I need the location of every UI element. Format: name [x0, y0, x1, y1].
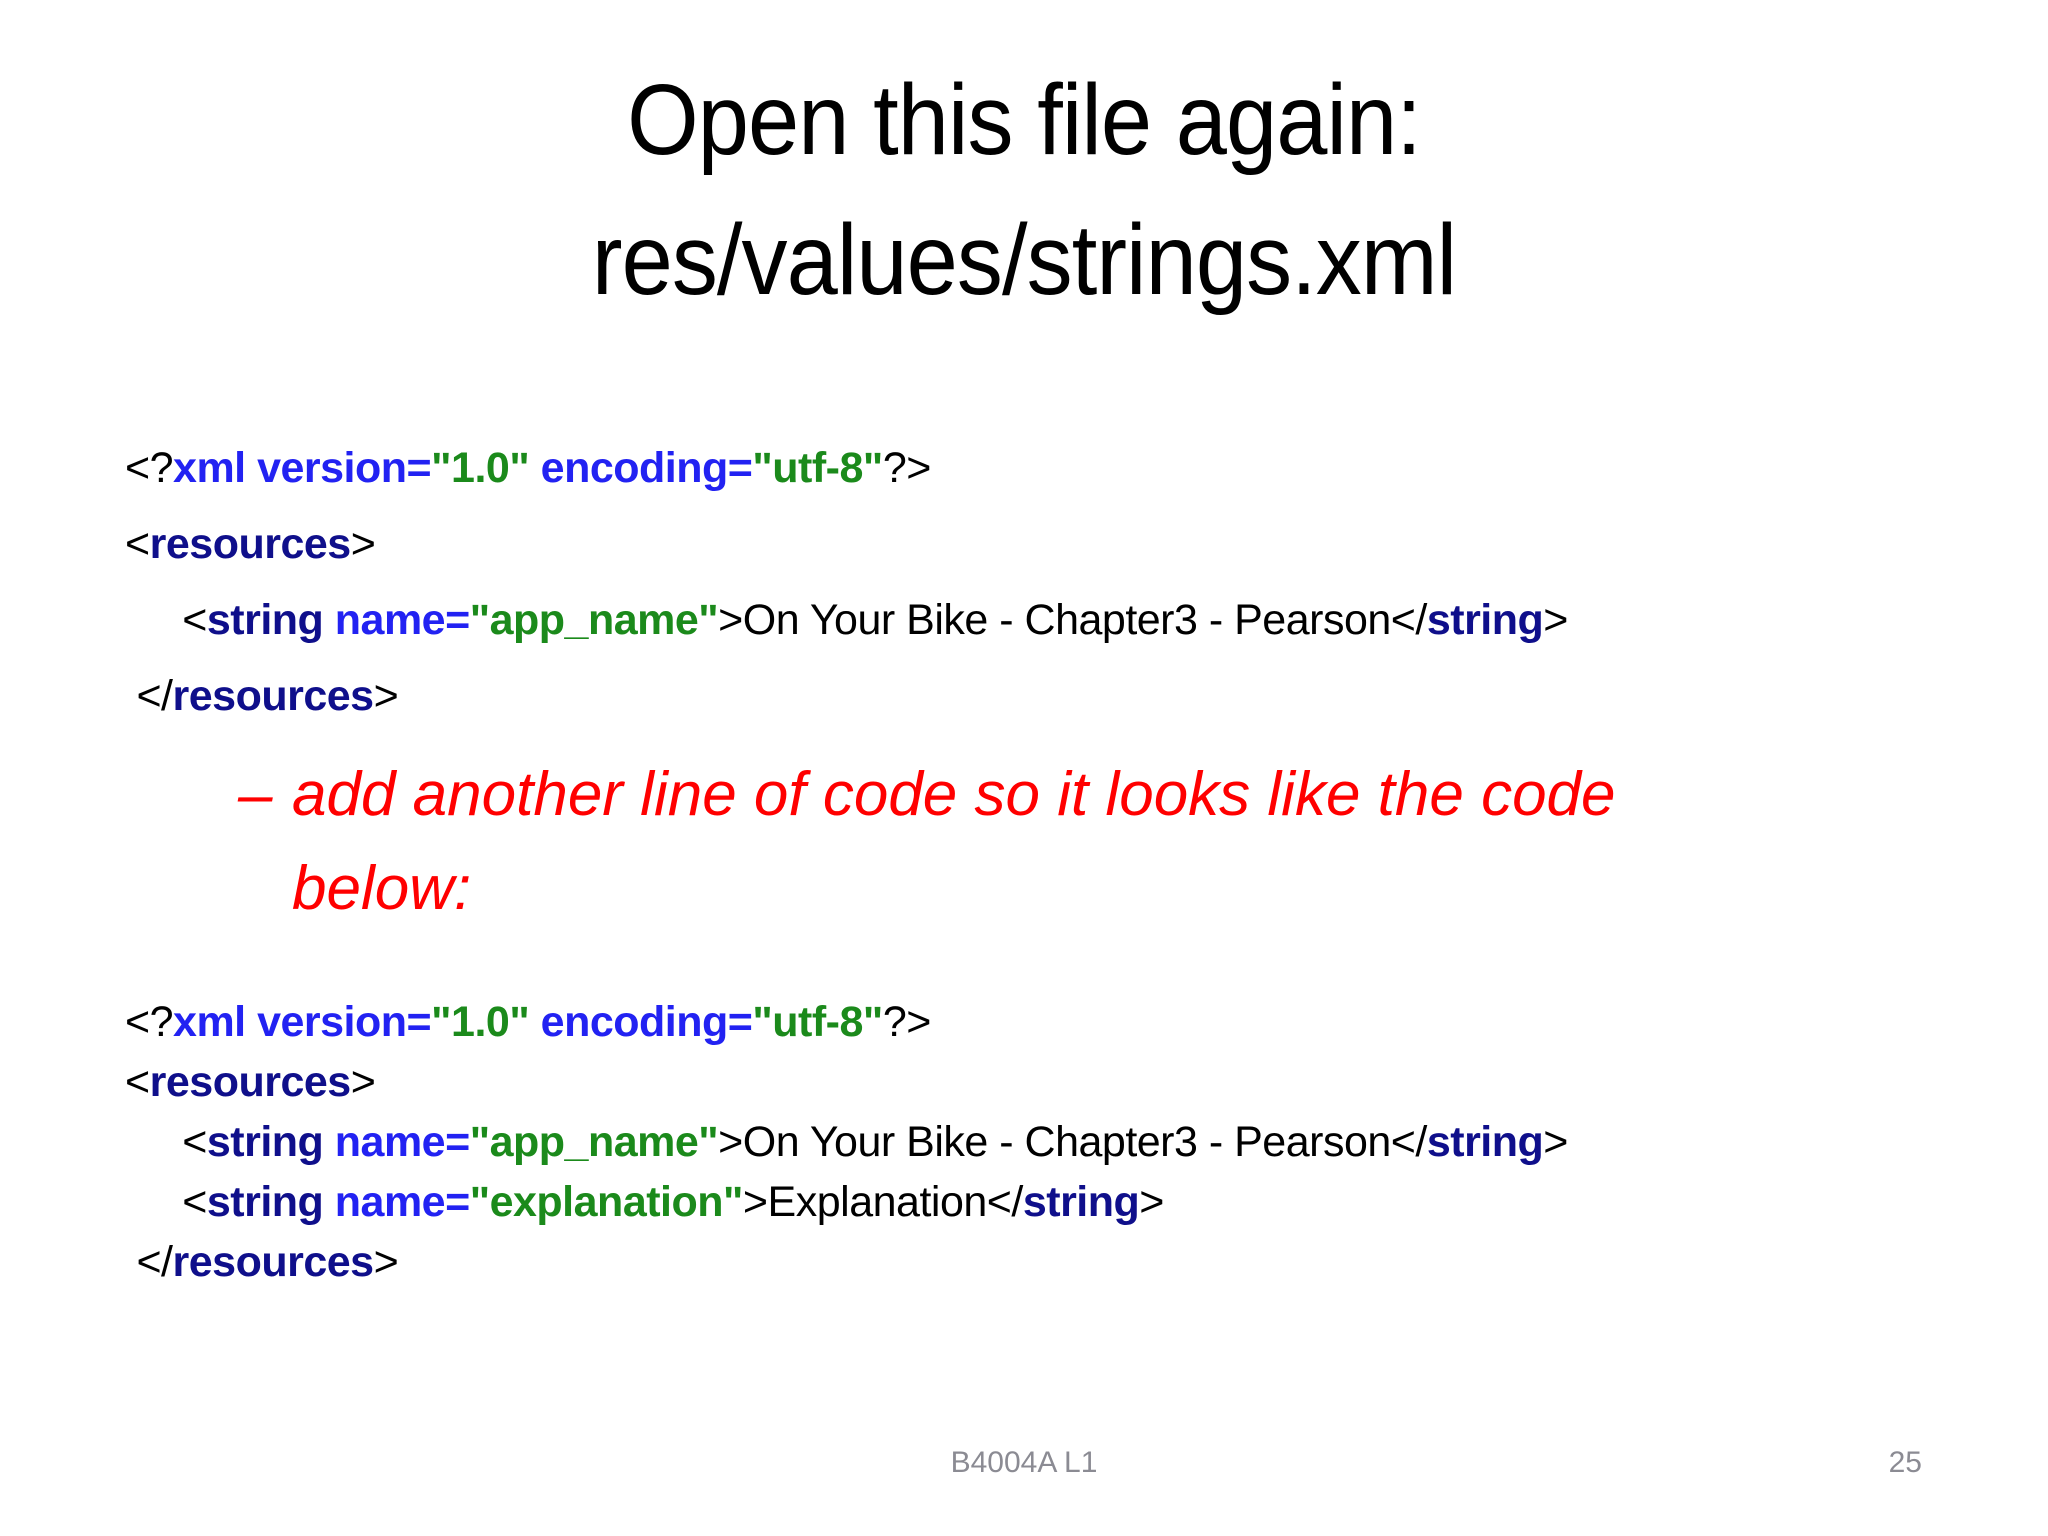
code-token-text: Explanation: [767, 1178, 988, 1226]
code-token-value: "1.0": [431, 444, 530, 492]
code-token-bracket: >: [1139, 1178, 1164, 1226]
code-token-element: string: [206, 1118, 324, 1166]
code-token-text: On Your Bike - Chapter3 - Pearson: [742, 1118, 1391, 1166]
code-line: <?xml version="1.0" encoding="utf-8"?>: [125, 992, 1568, 1052]
xml-code-block-original: <?xml version="1.0" encoding="utf-8"?><r…: [125, 430, 1568, 734]
code-token-bracket: <: [125, 1118, 207, 1166]
code-line: <resources>: [125, 1052, 1568, 1112]
code-token-bracket: </: [125, 672, 173, 720]
bullet-note: – add another line of code so it looks l…: [238, 748, 1616, 936]
code-token-element: resources: [172, 672, 375, 720]
code-token-value: "explanation": [469, 1178, 744, 1226]
code-token-element: resources: [172, 1238, 375, 1286]
code-token-bracket: >: [718, 596, 743, 644]
code-token-bracket: ?>: [882, 998, 932, 1046]
footer-course-code: B4004A L1: [950, 1446, 1098, 1479]
note-text: add another line of code so it looks lik…: [292, 748, 1616, 936]
code-token-element: resources: [149, 1058, 352, 1106]
code-token-attr: encoding=: [529, 444, 753, 492]
code-token-attr: name=: [323, 596, 470, 644]
code-token-attr: xml version=: [173, 998, 432, 1046]
code-token-bracket: >: [350, 1058, 376, 1106]
code-token-bracket: >: [742, 1178, 768, 1226]
code-token-bracket: <: [125, 520, 150, 568]
code-line: <?xml version="1.0" encoding="utf-8"?>: [125, 430, 1568, 506]
code-token-element: resources: [149, 520, 352, 568]
code-token-value: "1.0": [431, 998, 530, 1046]
code-token-element: string: [1022, 1178, 1140, 1226]
code-token-bracket: >: [1543, 596, 1568, 644]
code-token-bracket: >: [350, 520, 376, 568]
code-line: <resources>: [125, 506, 1568, 582]
code-token-bracket: <?: [125, 998, 174, 1046]
code-token-element: string: [1426, 596, 1544, 644]
code-token-attr: name=: [323, 1178, 470, 1226]
dash-bullet: –: [238, 760, 273, 829]
code-token-bracket: >: [373, 1238, 399, 1286]
xml-code-block-modified: <?xml version="1.0" encoding="utf-8"?><r…: [125, 992, 1568, 1292]
slide-title: Open this file again: res/values/strings…: [82, 50, 1966, 330]
code-token-bracket: >: [718, 1118, 743, 1166]
code-token-bracket: <: [125, 1058, 150, 1106]
code-line: </resources>: [125, 1232, 1568, 1292]
code-token-text: On Your Bike - Chapter3 - Pearson: [742, 596, 1391, 644]
code-token-value: "utf-8": [752, 444, 883, 492]
slide-title-line1: Open this file again:: [627, 64, 1422, 176]
code-line: <string name="app_name">On Your Bike - C…: [125, 1112, 1568, 1172]
code-token-value: "app_name": [469, 1118, 719, 1166]
slide-title-line2: res/values/strings.xml: [591, 204, 1457, 316]
code-token-bracket: >: [373, 672, 399, 720]
code-token-attr: name=: [323, 1118, 470, 1166]
code-line: </resources>: [125, 658, 1568, 734]
code-token-element: string: [206, 1178, 324, 1226]
code-token-bracket: ?>: [882, 444, 932, 492]
code-token-bracket: <: [125, 596, 207, 644]
page-number: 25: [1888, 1446, 1922, 1479]
code-token-value: "app_name": [469, 596, 719, 644]
code-line: <string name="app_name">On Your Bike - C…: [125, 582, 1568, 658]
code-token-value: "utf-8": [752, 998, 883, 1046]
code-token-attr: xml version=: [173, 444, 432, 492]
code-token-element: string: [206, 596, 324, 644]
note-text-line1: add another line of code so it looks lik…: [292, 760, 1616, 829]
note-text-line2: below:: [292, 854, 472, 923]
code-token-element: string: [1426, 1118, 1544, 1166]
code-token-bracket: >: [1543, 1118, 1568, 1166]
code-token-bracket: <: [125, 1178, 207, 1226]
code-token-bracket: </: [1390, 1118, 1428, 1166]
code-token-bracket: </: [986, 1178, 1024, 1226]
code-token-bracket: <?: [125, 444, 174, 492]
code-line: <string name="explanation">Explanation</…: [125, 1172, 1568, 1232]
code-token-bracket: </: [125, 1238, 173, 1286]
code-token-bracket: </: [1390, 596, 1428, 644]
code-token-attr: encoding=: [529, 998, 753, 1046]
